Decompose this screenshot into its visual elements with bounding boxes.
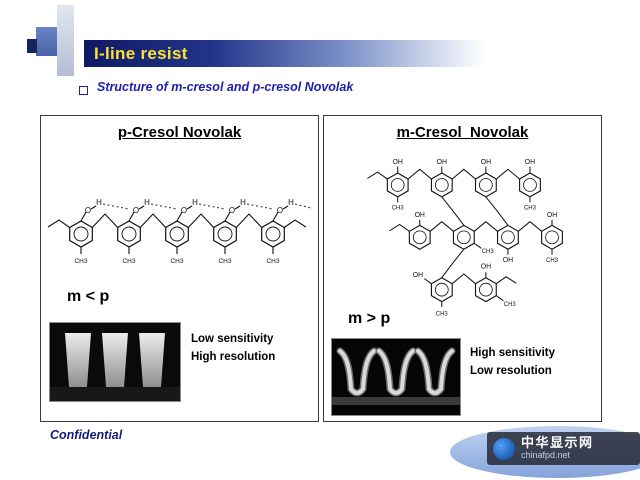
svg-text:OH: OH (481, 264, 491, 271)
slide-title: I-line resist (94, 43, 188, 63)
svg-text:OH: OH (393, 159, 403, 166)
svg-text:OH: OH (525, 159, 535, 166)
svg-text:CH3: CH3 (546, 258, 559, 264)
resolution-line: Low resolution (470, 365, 552, 378)
svg-text:OH: OH (415, 212, 425, 219)
svg-text:H: H (144, 198, 150, 207)
comparison-m-gt-p: m > p (348, 310, 391, 327)
svg-text:CH3: CH3 (482, 249, 495, 255)
svg-text:OH: OH (413, 272, 423, 279)
decoration-bar-gray (57, 5, 74, 76)
sensitivity-note-right: High sensitivity Low resolution (470, 344, 555, 381)
m-cresol-title: m-Cresol Novolak (396, 124, 529, 141)
watermark-logo-icon (493, 437, 515, 460)
svg-text:CH3: CH3 (218, 258, 231, 265)
sensitivity-note-left: Low sensitivity High resolution (191, 330, 275, 367)
svg-text:O: O (229, 206, 235, 215)
svg-text:H: H (240, 198, 246, 207)
svg-text:O: O (181, 206, 187, 215)
sensitivity-line: High sensitivity (470, 347, 555, 359)
p-cresol-title: p-Cresol Novolak (117, 124, 242, 141)
resolution-line: High resolution (191, 351, 276, 364)
svg-text:OH: OH (481, 159, 491, 166)
decoration-square-blue (36, 27, 57, 56)
svg-text:H: H (192, 198, 198, 207)
watermark: 中华显示网 chinafpd.net (487, 432, 640, 465)
svg-text:H: H (96, 198, 102, 207)
comparison-m-lt-p: m < p (67, 288, 110, 305)
svg-text:OH: OH (503, 257, 513, 264)
title-banner: I-line resist (84, 40, 484, 67)
confidential-label: Confidential (50, 428, 123, 442)
svg-text:CH3: CH3 (524, 206, 537, 212)
sem-image-m-cresol (331, 338, 461, 416)
svg-text:O: O (85, 206, 91, 215)
svg-text:H: H (288, 198, 294, 207)
watermark-texts: 中华显示网 chinafpd.net (521, 434, 594, 461)
sem-image-p-cresol (49, 322, 181, 402)
svg-text:CH3: CH3 (504, 302, 517, 308)
svg-text:CH3: CH3 (170, 258, 183, 265)
bullet-text: Structure of m-cresol and p-cresol Novol… (97, 80, 354, 94)
decoration-square-navy (27, 39, 37, 53)
svg-text:OH: OH (547, 212, 557, 219)
svg-text:OH: OH (437, 159, 447, 166)
svg-text:CH3: CH3 (266, 258, 279, 265)
svg-text:CH3: CH3 (392, 206, 405, 212)
svg-text:O: O (277, 206, 283, 215)
svg-text:CH3: CH3 (436, 311, 449, 317)
watermark-site-name: 中华显示网 (521, 434, 594, 450)
svg-text:CH3: CH3 (74, 258, 87, 265)
watermark-site-url: chinafpd.net (521, 450, 571, 461)
bullet-square-icon (79, 86, 88, 95)
sensitivity-line: Low sensitivity (191, 333, 274, 345)
svg-text:CH3: CH3 (122, 258, 135, 265)
svg-text:O: O (133, 206, 139, 215)
